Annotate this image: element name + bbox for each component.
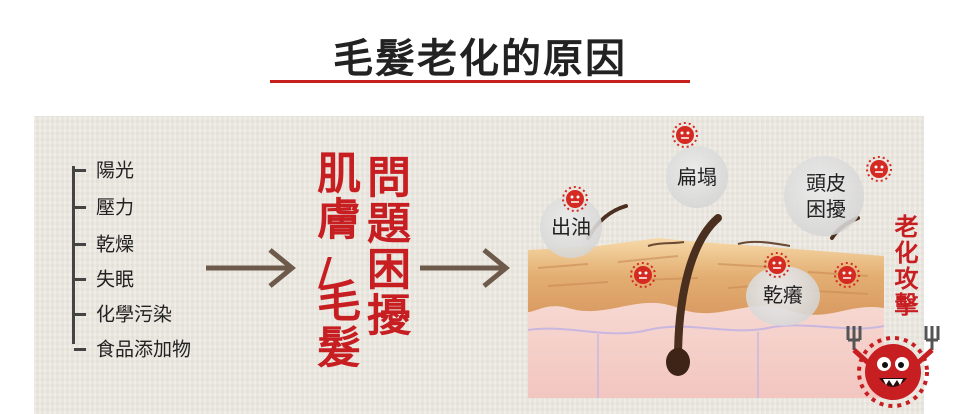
- arrow-right-icon: [206, 248, 296, 288]
- germ-icon: [866, 156, 892, 182]
- arrow-right-icon: [420, 248, 510, 288]
- flat-bubble: [666, 146, 728, 208]
- cause-item: 食品添加物: [74, 336, 191, 362]
- cause-item: 化學污染: [74, 301, 172, 327]
- cause-item: 壓力: [74, 194, 134, 220]
- cause-item: 失眠: [74, 266, 134, 292]
- aging-attack-text: 老化攻擊: [890, 214, 918, 318]
- cause-label: 壓力: [96, 196, 135, 219]
- title-underline: [270, 80, 690, 83]
- cause-label: 食品添加物: [96, 338, 192, 361]
- cause-item: 乾燥: [74, 231, 134, 257]
- problem-skin-text: 肌膚: [309, 150, 360, 242]
- dry-label: 乾癢: [763, 283, 803, 307]
- problem-hair-text: 毛髮: [309, 278, 360, 370]
- cause-item: 陽光: [74, 157, 134, 183]
- germ-icon: [834, 262, 860, 288]
- oily-label: 出油: [551, 215, 591, 239]
- problem-slash: /: [318, 250, 332, 294]
- page-title: 毛髮老化的原因: [333, 36, 627, 82]
- germ-icon: [630, 262, 656, 288]
- problem-trouble-text: 問題困擾: [359, 154, 410, 338]
- germ-icon: [562, 186, 588, 212]
- scalp-bubble: [784, 156, 864, 236]
- cause-label: 乾燥: [96, 233, 135, 256]
- dry-bubble: [746, 266, 820, 326]
- germ-icon: [672, 122, 698, 148]
- flat-label: 扁塌: [677, 165, 717, 189]
- monster-icon: [846, 326, 940, 408]
- causes-bracket: [72, 166, 85, 344]
- germ-icon: [764, 252, 790, 278]
- cause-label: 化學污染: [96, 303, 173, 326]
- scalp-label: 頭皮困擾: [806, 171, 846, 221]
- cause-label: 失眠: [96, 268, 135, 291]
- cause-label: 陽光: [96, 159, 135, 182]
